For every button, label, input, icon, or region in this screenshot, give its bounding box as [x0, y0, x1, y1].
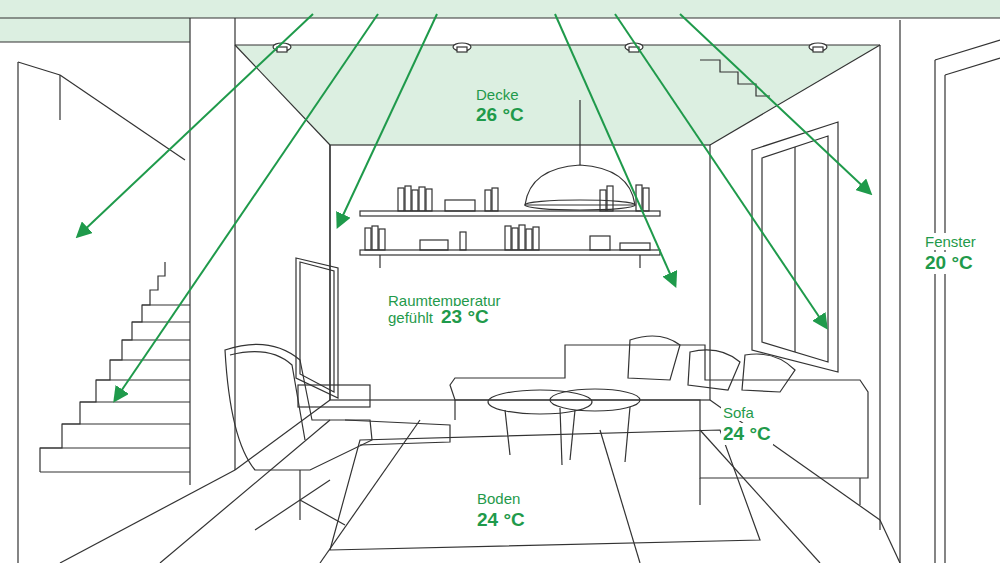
temperature-value: 23 °C	[439, 306, 491, 328]
heat-arrow	[78, 14, 870, 400]
temperature-value: 24 °C	[475, 509, 527, 531]
temperature-value: 26 °C	[474, 104, 526, 126]
ceiling-area	[0, 0, 1000, 145]
location-label: Boden	[475, 490, 522, 507]
temperature-value: 20 °C	[923, 252, 975, 274]
location-label: Fenster	[923, 233, 978, 250]
location-label: Decke	[474, 86, 521, 103]
room-lines	[0, 18, 1000, 563]
location-label: Sofa	[721, 404, 756, 421]
temperature-value: 24 °C	[721, 423, 773, 445]
